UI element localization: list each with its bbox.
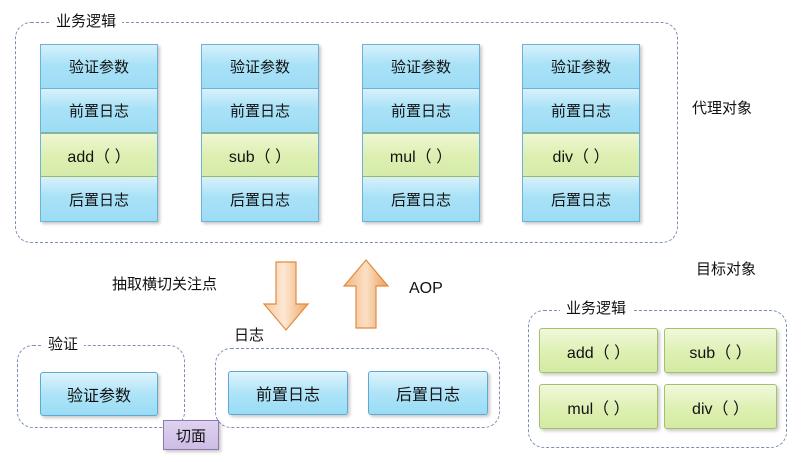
proxy-cell-before-log: 前置日志 — [523, 89, 639, 133]
extract-crosscutting-concerns-label: 抽取横切关注点 — [112, 276, 218, 293]
proxy-cell-after-log: 后置日志 — [523, 177, 639, 221]
proxy-method-stack-mul[interactable]: 验证参数 前置日志 mul（ ） 后置日志 — [362, 44, 480, 222]
target-object-label: 目标对象 — [696, 261, 757, 278]
proxy-method-stack-sub[interactable]: 验证参数 前置日志 sub（ ） 后置日志 — [201, 44, 319, 222]
proxy-business-logic-label: 业务逻辑 — [50, 13, 123, 31]
target-method-div[interactable]: div（ ） — [664, 384, 777, 429]
target-method-add[interactable]: add（ ） — [539, 328, 658, 373]
validation-params-chip[interactable]: 验证参数 — [40, 372, 158, 416]
validation-aspect-group — [17, 345, 185, 428]
log-aspect-label: 日志 — [228, 327, 271, 345]
proxy-cell-after-log: 后置日志 — [202, 177, 318, 221]
aop-label: AOP — [409, 280, 443, 297]
target-method-mul[interactable]: mul（ ） — [539, 384, 658, 429]
proxy-cell-method: add（ ） — [41, 133, 157, 177]
proxy-cell-method: div（ ） — [523, 133, 639, 177]
target-business-logic-group — [528, 310, 787, 448]
proxy-cell-method: sub（ ） — [202, 133, 318, 177]
proxy-cell-after-log: 后置日志 — [363, 177, 479, 221]
target-business-logic-label: 业务逻辑 — [560, 300, 633, 318]
proxy-cell-before-log: 前置日志 — [41, 89, 157, 133]
proxy-cell-before-log: 前置日志 — [363, 89, 479, 133]
proxy-object-label: 代理对象 — [692, 100, 753, 117]
proxy-cell-validate-params: 验证参数 — [363, 45, 479, 89]
after-log-chip[interactable]: 后置日志 — [368, 371, 488, 415]
proxy-cell-method: mul（ ） — [363, 133, 479, 177]
proxy-method-stack-div[interactable]: 验证参数 前置日志 div（ ） 后置日志 — [522, 44, 640, 222]
proxy-cell-before-log: 前置日志 — [202, 89, 318, 133]
aspect-badge[interactable]: 切面 — [163, 420, 219, 450]
target-method-sub[interactable]: sub（ ） — [664, 328, 777, 373]
log-aspect-group — [215, 348, 500, 428]
validation-aspect-label: 验证 — [42, 336, 85, 354]
before-log-chip[interactable]: 前置日志 — [228, 371, 348, 415]
proxy-business-logic-group — [15, 22, 678, 243]
proxy-cell-validate-params: 验证参数 — [202, 45, 318, 89]
aop-up-arrow — [342, 258, 390, 332]
proxy-cell-validate-params: 验证参数 — [41, 45, 157, 89]
proxy-cell-validate-params: 验证参数 — [523, 45, 639, 89]
proxy-cell-after-log: 后置日志 — [41, 177, 157, 221]
extract-down-arrow — [262, 260, 310, 334]
proxy-method-stack-add[interactable]: 验证参数 前置日志 add（ ） 后置日志 — [40, 44, 158, 222]
